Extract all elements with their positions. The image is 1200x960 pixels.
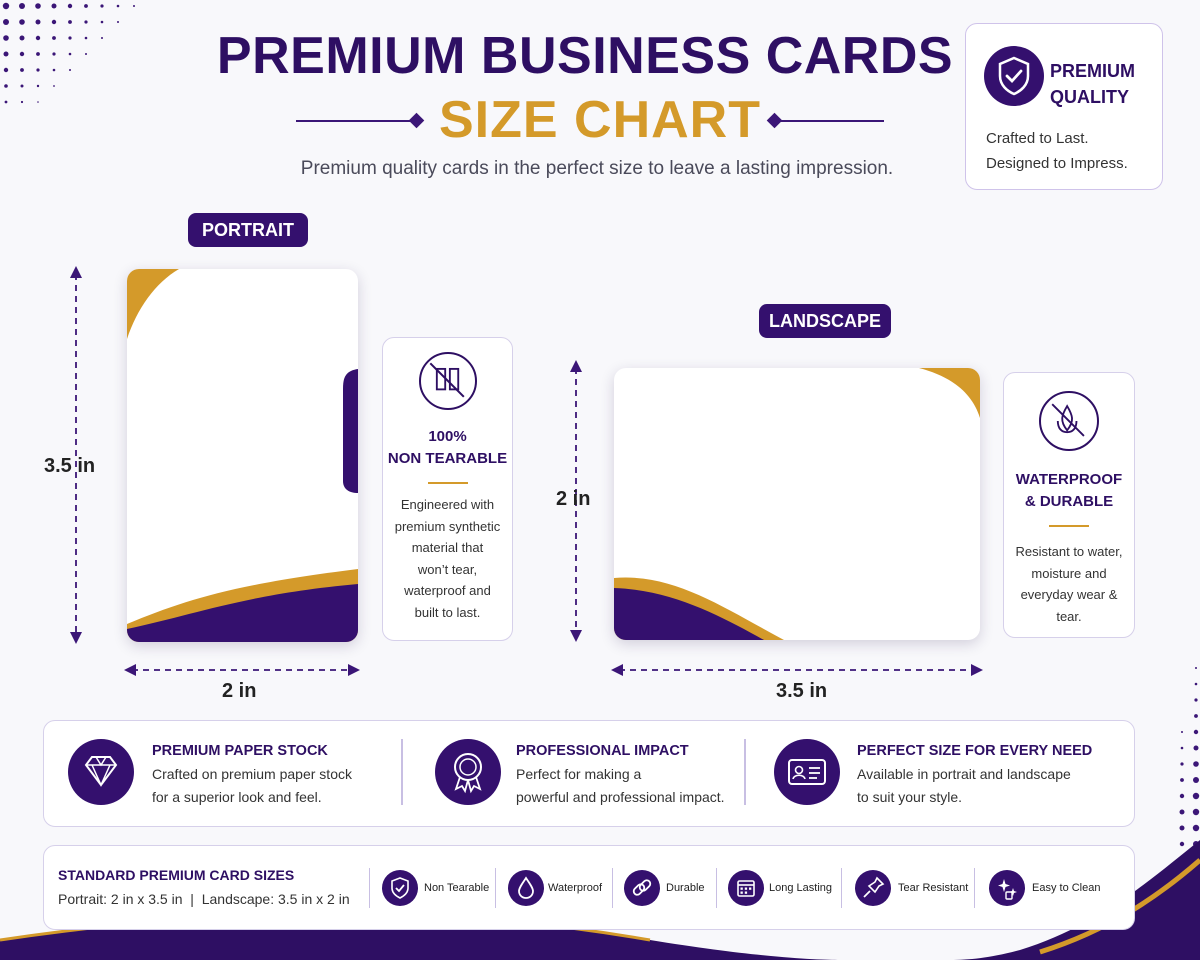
- benefits-row: PREMIUM PAPER STOCK Crafted on premium p…: [43, 720, 1135, 827]
- quality-text: Crafted to Last. Designed to Impress.: [986, 130, 1128, 172]
- water-drop-icon: [508, 870, 544, 906]
- chip-label-non-tearable: Non Tearable: [424, 882, 490, 894]
- shield-check-icon: [984, 46, 1044, 106]
- award-badge-icon: [435, 739, 501, 805]
- chip-separator: [974, 868, 975, 908]
- decorative-dots-right: [1179, 667, 1200, 847]
- chip-label-tear-resistant: Tear Resistant: [898, 882, 969, 894]
- landscape-height-arrow: [570, 360, 582, 642]
- title-divider-left: [296, 120, 416, 122]
- benefit-title-size: PERFECT SIZE FOR EVERY NEED: [857, 743, 1093, 759]
- waterproof-text: Resistant to water, moisture and everyda…: [1015, 544, 1123, 624]
- shield-check-icon: [382, 870, 418, 906]
- page-title: PREMIUM BUSINESS CARDS: [216, 27, 954, 85]
- premium-quality-box: PREMIUM QUALITY Crafted to Last. Designe…: [965, 23, 1163, 190]
- waterproof-feature-box: WATERPROOF & DURABLE Resistant to water,…: [1003, 372, 1135, 638]
- benefit-text-impact: Perfect for making a powerful and profes…: [516, 766, 725, 805]
- sizes-title: STANDARD PREMIUM CARD SIZES: [58, 867, 295, 883]
- benefit-separator: [744, 739, 746, 805]
- non-tearable-text: Engineered with premium synthetic materi…: [394, 497, 501, 620]
- diamond-icon: [68, 739, 134, 805]
- portrait-height-arrow: [70, 266, 82, 644]
- landscape-height-label: 2 in: [556, 488, 591, 510]
- quality-title: PREMIUM QUALITY: [1050, 61, 1135, 107]
- page-subtitle: SIZE CHART: [439, 91, 761, 149]
- chip-separator: [495, 868, 496, 908]
- standard-sizes-strip: STANDARD PREMIUM CARD SIZES Portrait: 2 …: [43, 845, 1135, 930]
- chain-link-icon: [624, 870, 660, 906]
- no-tear-icon: [418, 352, 477, 410]
- chip-label-waterproof: Waterproof: [548, 882, 603, 894]
- chip-separator: [369, 868, 370, 908]
- non-tearable-feature-box: 100% NON TEARABLE Engineered with premiu…: [382, 337, 513, 641]
- waterproof-divider: [1049, 525, 1089, 527]
- non-tearable-divider: [427, 482, 468, 484]
- waterproof-title: WATERPROOF & DURABLE: [1015, 471, 1123, 510]
- calendar-icon: [728, 870, 764, 906]
- title-divider-right: [776, 120, 884, 122]
- portrait-height-label: 3.5 in: [44, 455, 96, 477]
- non-tearable-title: 100% NON TEARABLE: [387, 428, 508, 467]
- decorative-dots: [2, 2, 135, 104]
- landscape-width-arrow: [611, 664, 983, 676]
- benefit-separator: [401, 739, 403, 805]
- waterproof-leaf-icon: [1039, 391, 1099, 451]
- chip-separator: [841, 868, 842, 908]
- chip-separator: [612, 868, 613, 908]
- id-card-icon: [774, 739, 840, 805]
- tagline: Premium quality cards in the perfect siz…: [300, 158, 894, 179]
- sizes-text: Portrait: 2 in x 3.5 in | Landscape: 3.5…: [58, 891, 350, 907]
- chip-label-long-lasting: Long Lasting: [769, 882, 832, 894]
- benefit-text-size: Available in portrait and landscape to s…: [857, 766, 1071, 805]
- chip-separator: [716, 868, 717, 908]
- chip-label-easy-to-clean: Easy to Clean: [1032, 882, 1101, 894]
- portrait-label: PORTRAIT: [188, 213, 308, 247]
- sparkle-clean-icon: [989, 870, 1025, 906]
- landscape-label: LANDSCAPE: [759, 304, 891, 338]
- portrait-card: [127, 269, 358, 642]
- benefit-title-impact: PROFESSIONAL IMPACT: [516, 743, 689, 759]
- pin-icon: [855, 870, 891, 906]
- benefit-text-paper: Crafted on premium paper stock for a sup…: [152, 766, 352, 805]
- portrait-width-arrow: [124, 664, 360, 676]
- chip-label-durable: Durable: [666, 882, 705, 894]
- portrait-width-label: 2 in: [222, 680, 257, 702]
- landscape-card: [614, 368, 980, 640]
- landscape-width-label: 3.5 in: [776, 680, 828, 702]
- benefit-title-paper: PREMIUM PAPER STOCK: [152, 743, 328, 759]
